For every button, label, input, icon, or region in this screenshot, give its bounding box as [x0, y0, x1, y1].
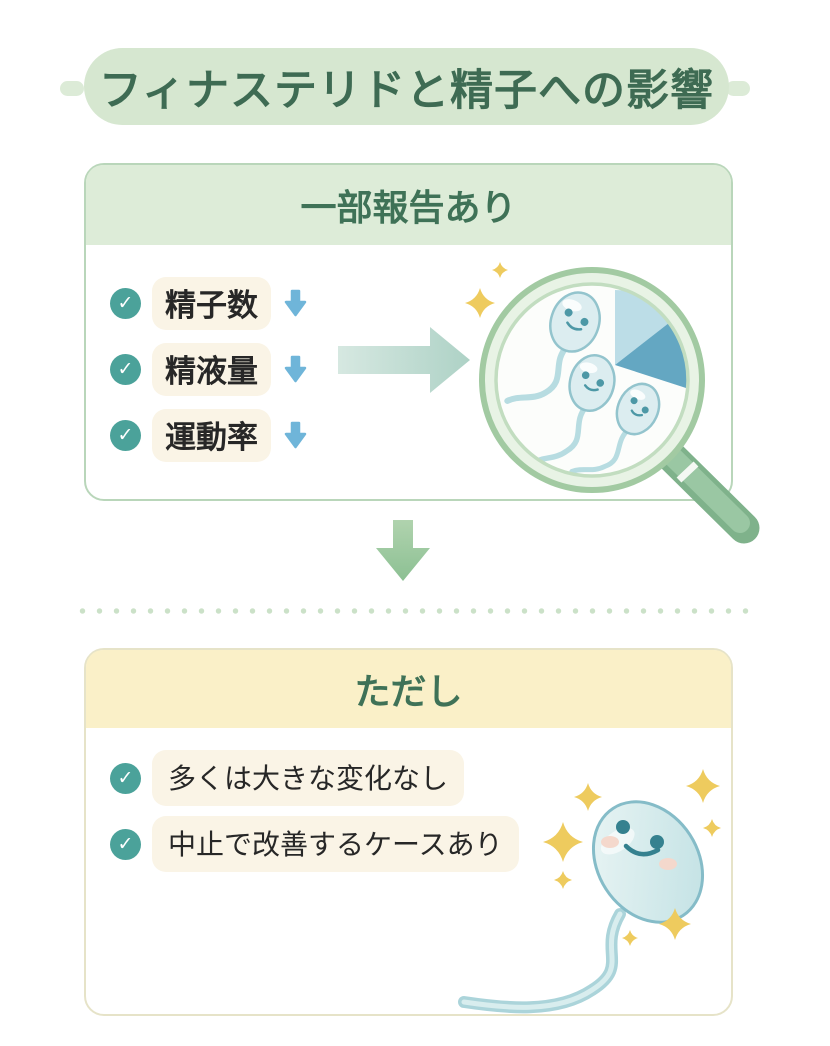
item-pill: 多くは大きな変化なし — [152, 750, 465, 806]
sperm-icon — [530, 354, 616, 466]
down-arrow-icon — [284, 355, 307, 383]
sparkle-icon — [465, 288, 495, 318]
item-label: 中止で改善するケースあり — [168, 829, 503, 860]
sparkle-icon — [622, 930, 638, 946]
item-pill: 精子数 — [152, 277, 271, 330]
right-arrow-icon — [338, 327, 470, 393]
sparkle-icon — [659, 908, 691, 940]
item-label: 精液量 — [165, 354, 258, 389]
magnifier-illustration — [465, 262, 760, 544]
check-icon: ✓ — [110, 828, 141, 860]
checklist-item-semen-volume: ✓ 精液量 — [110, 343, 307, 396]
check-icon: ✓ — [110, 288, 141, 319]
sperm-head-icon — [591, 800, 705, 924]
item-pill: 運動率 — [152, 409, 271, 462]
check-icon: ✓ — [110, 762, 141, 794]
item-pill: 精液量 — [152, 343, 271, 396]
item-pill: 中止で改善するケースあり — [152, 816, 519, 872]
however-card: ただし ✓ 多くは大きな変化なし ✓ 中止で改善するケースあり — [84, 648, 733, 1016]
sparkle-icon — [703, 819, 721, 837]
title-tab-right — [726, 81, 750, 96]
sparkle-icon — [554, 871, 572, 889]
however-card-header: ただし — [86, 650, 731, 728]
sparkle-icon — [686, 769, 720, 803]
check-icon: ✓ — [110, 420, 141, 451]
sperm-icon — [569, 382, 661, 475]
sperm-illustration — [458, 769, 721, 1014]
title-tab-left — [60, 81, 84, 96]
checklist-item-motility: ✓ 運動率 — [110, 409, 307, 462]
sperm-face-icon — [601, 820, 677, 870]
sperm-icon — [504, 291, 601, 404]
title-banner: フィナステリドと精子への影響 — [84, 48, 729, 125]
item-label: 精子数 — [165, 288, 258, 323]
item-label: 多くは大きな変化なし — [168, 763, 449, 794]
down-arrow-icon — [284, 421, 307, 449]
check-icon: ✓ — [110, 354, 141, 385]
however-header-label: ただし — [354, 671, 463, 712]
sparkle-icon — [574, 783, 602, 811]
reported-card-header: 一部報告あり — [86, 165, 731, 245]
checklist-item-sperm-count: ✓ 精子数 — [110, 277, 307, 330]
reported-header-label: 一部報告あり — [300, 187, 517, 228]
page-title: フィナステリドと精子への影響 — [98, 66, 715, 115]
down-arrow-icon — [376, 520, 430, 581]
checklist-item-no-change: ✓ 多くは大きな変化なし — [110, 750, 465, 806]
item-label: 運動率 — [165, 420, 258, 455]
dotted-divider — [74, 608, 758, 614]
magnifier-handle-icon — [657, 442, 760, 544]
down-arrow-icon — [284, 289, 307, 317]
checklist-item-improves-on-stop: ✓ 中止で改善するケースあり — [110, 816, 519, 872]
sparkle-icon — [543, 822, 583, 862]
sparkle-icon — [492, 262, 508, 278]
